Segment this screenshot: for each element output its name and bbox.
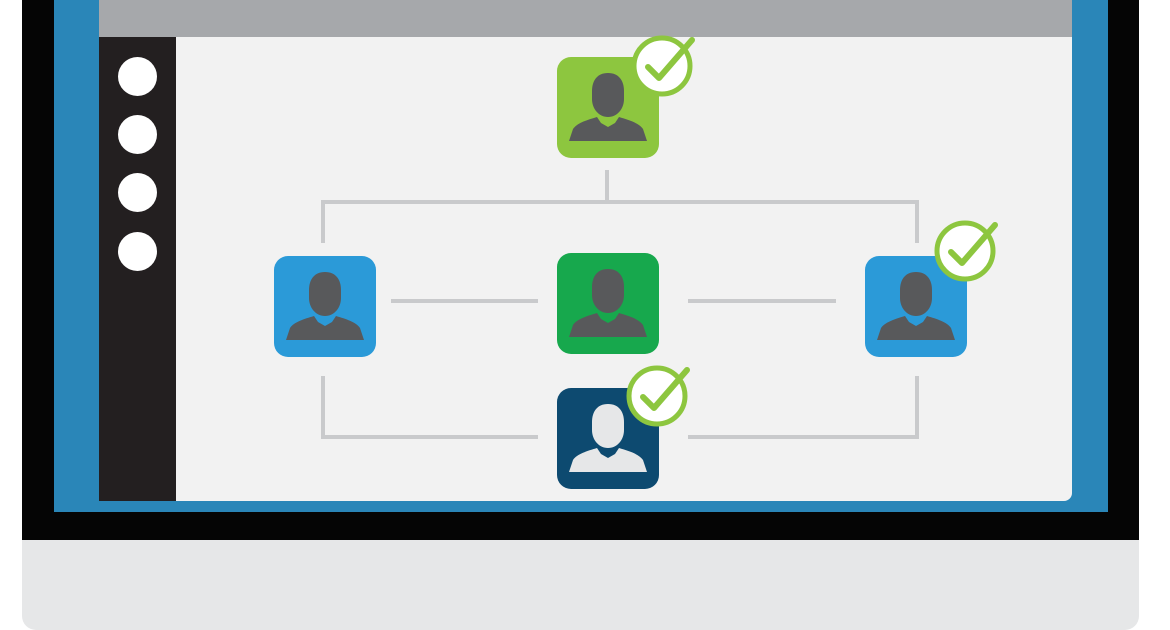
connector-line [321, 376, 538, 439]
person-node-bottom[interactable] [557, 365, 690, 489]
sidebar-item-1[interactable] [118, 57, 157, 96]
checkmark-icon [934, 220, 998, 282]
person-node-right[interactable] [865, 220, 998, 357]
user-icon [569, 269, 647, 337]
connector-line [688, 376, 919, 439]
window-titlebar [99, 0, 1072, 37]
monitor-stand-chin [22, 540, 1139, 630]
sidebar-item-4[interactable] [118, 232, 157, 271]
user-icon [877, 272, 955, 340]
person-node-top[interactable] [557, 35, 695, 158]
user-icon [286, 272, 364, 340]
sidebar [99, 37, 176, 501]
checkmark-icon [626, 365, 690, 427]
sidebar-item-2[interactable] [118, 115, 157, 154]
connector-line [321, 200, 919, 243]
person-node-center[interactable] [557, 253, 659, 354]
person-node-left[interactable] [274, 256, 376, 357]
sidebar-item-3[interactable] [118, 173, 157, 212]
user-icon [569, 73, 647, 141]
org-chart-nodes [274, 35, 998, 489]
user-icon [569, 404, 647, 472]
connector-lines [321, 170, 919, 439]
checkmark-icon [631, 35, 695, 97]
